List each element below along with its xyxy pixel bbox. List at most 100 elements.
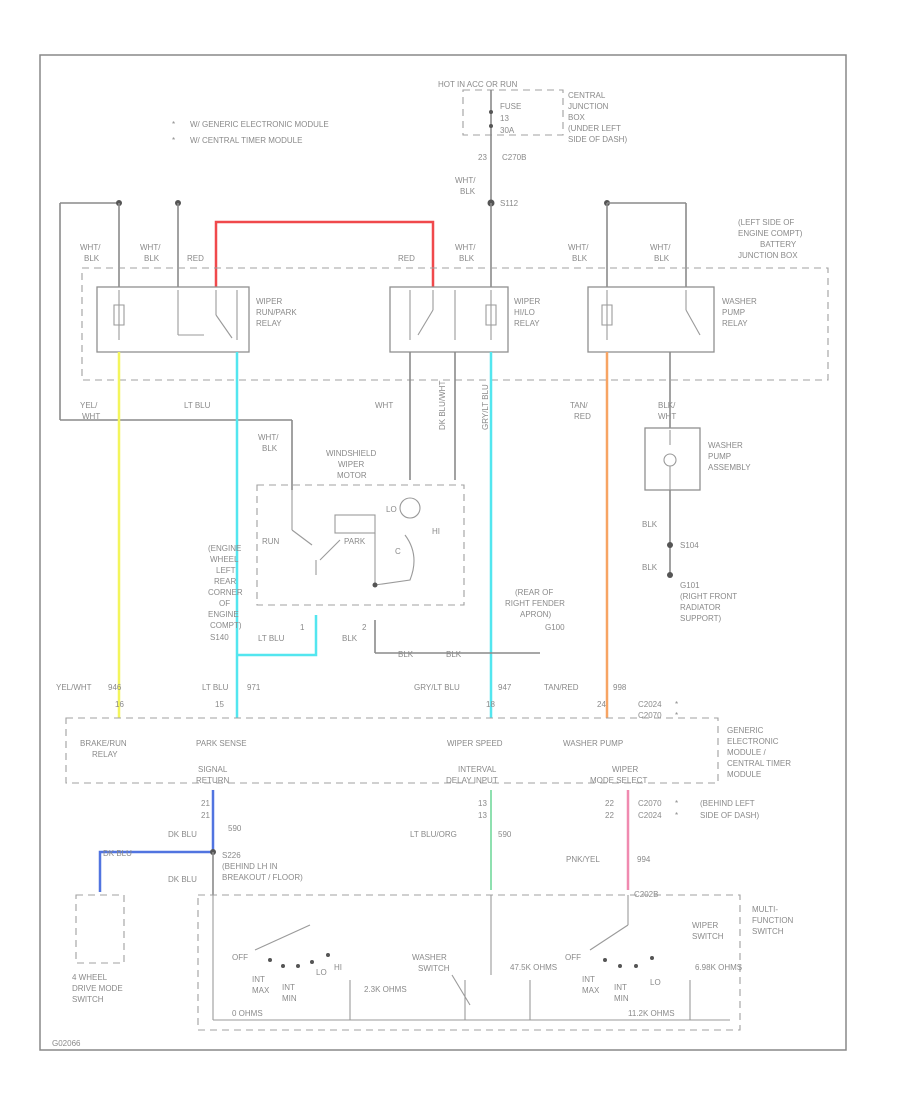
mod-fn-4: WIPER SPEED: [447, 739, 503, 748]
wire-lt-blu: LT BLU: [184, 401, 211, 410]
ohms-2: 2.3K OHMS: [364, 985, 407, 994]
footer-code: G02066: [52, 1039, 81, 1048]
mfs-r-pos-4: INT: [614, 983, 627, 992]
windshield-wiper-motor: WHT/ BLK WINDSHIELD WIPER MOTOR RUN PARK…: [256, 433, 540, 654]
power-source: HOT IN ACC OR RUN FUSE 13 30A CENTRAL JU…: [438, 80, 627, 208]
s226-id: S226: [222, 851, 241, 860]
s104: S104: [680, 541, 699, 550]
mod-top-conn-1: C2024: [638, 700, 662, 709]
washer-pump-blk: BLK: [642, 520, 658, 529]
mod-fnb-3: INTERVAL: [458, 765, 497, 774]
motor-hi: HI: [432, 527, 440, 536]
svg-text:(ENGINE: (ENGINE: [208, 544, 241, 553]
low-wire-1: DK BLU: [168, 830, 197, 839]
mod-circuit-2: 971: [247, 683, 261, 692]
mfs-l-pos-2: INT: [252, 975, 265, 984]
svg-text:COMPT): COMPT): [210, 621, 242, 630]
s140-label: (ENGINE WHEEL LEFT REAR CORNER OF ENGINE…: [208, 544, 243, 642]
motor-run: RUN: [262, 537, 280, 546]
wire-gry-lt-blu: GRY/LT BLU: [481, 384, 490, 430]
relay-run-park-name-2: RUN/PARK: [256, 308, 297, 317]
power-splice: S112: [500, 199, 519, 208]
svg-text:SWITCH: SWITCH: [72, 995, 104, 1004]
mod-label-5: MODULE: [727, 770, 761, 779]
mod-fnb-2: RETURN: [196, 776, 230, 785]
motor-blk: BLK: [342, 634, 358, 643]
relay-washer-pump: WASHER PUMP RELAY: [587, 286, 757, 353]
relay-hi-lo-name-3: RELAY: [514, 319, 540, 328]
bot-pin-1a: 21: [201, 799, 210, 808]
relay-run-park-name-3: RELAY: [256, 319, 282, 328]
multi-function-switch: C202B MULTI- FUNCTION SWITCH WIPER SWITC…: [197, 890, 794, 1031]
red-wire: [214, 220, 435, 290]
four-wd-wire: DK BLU: [103, 849, 132, 858]
relay-washer-name-3: RELAY: [722, 319, 748, 328]
washer-pump-label-3: ASSEMBLY: [708, 463, 751, 472]
svg-text:CORNER: CORNER: [208, 588, 243, 597]
wire-yel-wht-1: YEL/: [80, 401, 98, 410]
wp-wire-3: WHT/: [650, 243, 671, 252]
g100-label-3: APRON): [520, 610, 551, 619]
g101-label-1: (RIGHT FRONT: [680, 592, 737, 601]
svg-text:OF: OF: [219, 599, 230, 608]
fuse-box-outline: [462, 89, 564, 136]
svg-text:S140: S140: [210, 633, 229, 642]
g100-id: G100: [545, 623, 565, 632]
cjb-label-2: JUNCTION: [568, 102, 609, 111]
motor-wire-2: BLK: [262, 444, 278, 453]
mod-fnb-5: WIPER: [612, 765, 638, 774]
bot-conn-1: C2070: [638, 799, 662, 808]
mod-label-4: CENTRAL TIMER: [727, 759, 791, 768]
washer-ground-blk: BLK: [642, 563, 658, 572]
legend: * W/ GENERIC ELECTRONIC MODULE * W/ CENT…: [172, 120, 329, 145]
mod-circuit-1: 946: [108, 683, 122, 692]
g100-label-1: (REAR OF: [515, 588, 553, 597]
legend-text-2: W/ CENTRAL TIMER MODULE: [190, 136, 302, 145]
washer-pump-label-2: PUMP: [708, 452, 731, 461]
mod-label-3: MODULE /: [727, 748, 766, 757]
mfs-r-pos-2: INT: [582, 975, 595, 984]
motor-label-3: MOTOR: [337, 471, 367, 480]
power-wire-1: WHT/: [455, 176, 476, 185]
g101-label-3: SUPPORT): [680, 614, 722, 623]
cjb-label-3: BOX: [568, 113, 586, 122]
low-wire-3: PNK/YEL: [566, 855, 600, 864]
hilo-wire-3: BLK: [459, 254, 475, 263]
wp-wire-1: WHT/: [568, 243, 589, 252]
motor-lt-blu: LT BLU: [258, 634, 285, 643]
legend-symbol-2: *: [172, 136, 175, 145]
relay-hi-lo: WIPER HI/LO RELAY: [389, 286, 540, 353]
mod-wire-3: GRY/LT BLU: [414, 683, 460, 692]
wp-wire-4: BLK: [654, 254, 670, 263]
mod-pin-3: 18: [486, 700, 495, 709]
ohms-1: 0 OHMS: [232, 1009, 263, 1018]
s226-label-2: BREAKOUT / FLOOR): [222, 873, 303, 882]
fuse-number: 13: [500, 114, 509, 123]
mfs-l-pos-3: MAX: [252, 986, 270, 995]
low-wire-4: DK BLU: [168, 875, 197, 884]
g100-label-2: RIGHT FENDER: [505, 599, 565, 608]
power-wire-2: BLK: [460, 187, 476, 196]
motor-pin-1: 1: [300, 623, 305, 632]
bot-mark-2: *: [675, 811, 678, 820]
bot-label-2: SIDE OF DASH): [700, 811, 759, 820]
g101: G101: [680, 581, 700, 590]
mod-fn-1: BRAKE/RUN: [80, 739, 127, 748]
washer-switch-2: SWITCH: [418, 964, 450, 973]
mod-fn-5: WASHER PUMP: [563, 739, 623, 748]
mfs-l-pos-7: HI: [334, 963, 342, 972]
mod-top-mark-2: *: [675, 711, 678, 720]
wire-blk-wht-1: BLK/: [658, 401, 676, 410]
hilo-wire-1: RED: [398, 254, 415, 263]
ohms-5: 11.2K OHMS: [628, 1009, 675, 1018]
mfs-l-pos-1: OFF: [232, 953, 248, 962]
motor-label-2: WIPER: [338, 460, 364, 469]
rp-wire-3: WHT/: [140, 243, 161, 252]
motor-c: C: [395, 547, 401, 556]
bot-pin-3a: 22: [605, 799, 614, 808]
s226-label: (BEHIND LH IN: [222, 862, 278, 871]
rp-wire-5: RED: [187, 254, 204, 263]
rp-wire-4: BLK: [144, 254, 160, 263]
mod-fnb-4: DELAY INPUT: [446, 776, 498, 785]
wire-blk-wht-2: WHT: [658, 412, 676, 421]
